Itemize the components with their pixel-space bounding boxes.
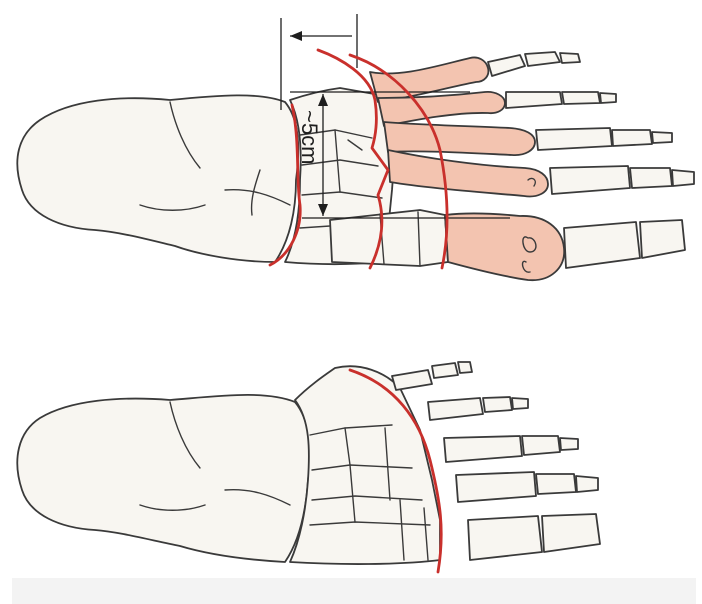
top-metatarsal-1 xyxy=(445,213,564,280)
top-foot-panel: ~5cm xyxy=(17,14,694,280)
top-metatarsal-5 xyxy=(388,150,548,196)
top-metatarsal-4 xyxy=(384,122,535,155)
measurement-label: ~5cm xyxy=(297,110,322,164)
bottom-hindfoot-bone xyxy=(17,395,309,562)
top-hindfoot-bone xyxy=(17,95,298,262)
caption-bar xyxy=(12,578,696,604)
top-metatarsal-3 xyxy=(378,92,505,126)
bottom-foot-panel xyxy=(17,362,600,572)
